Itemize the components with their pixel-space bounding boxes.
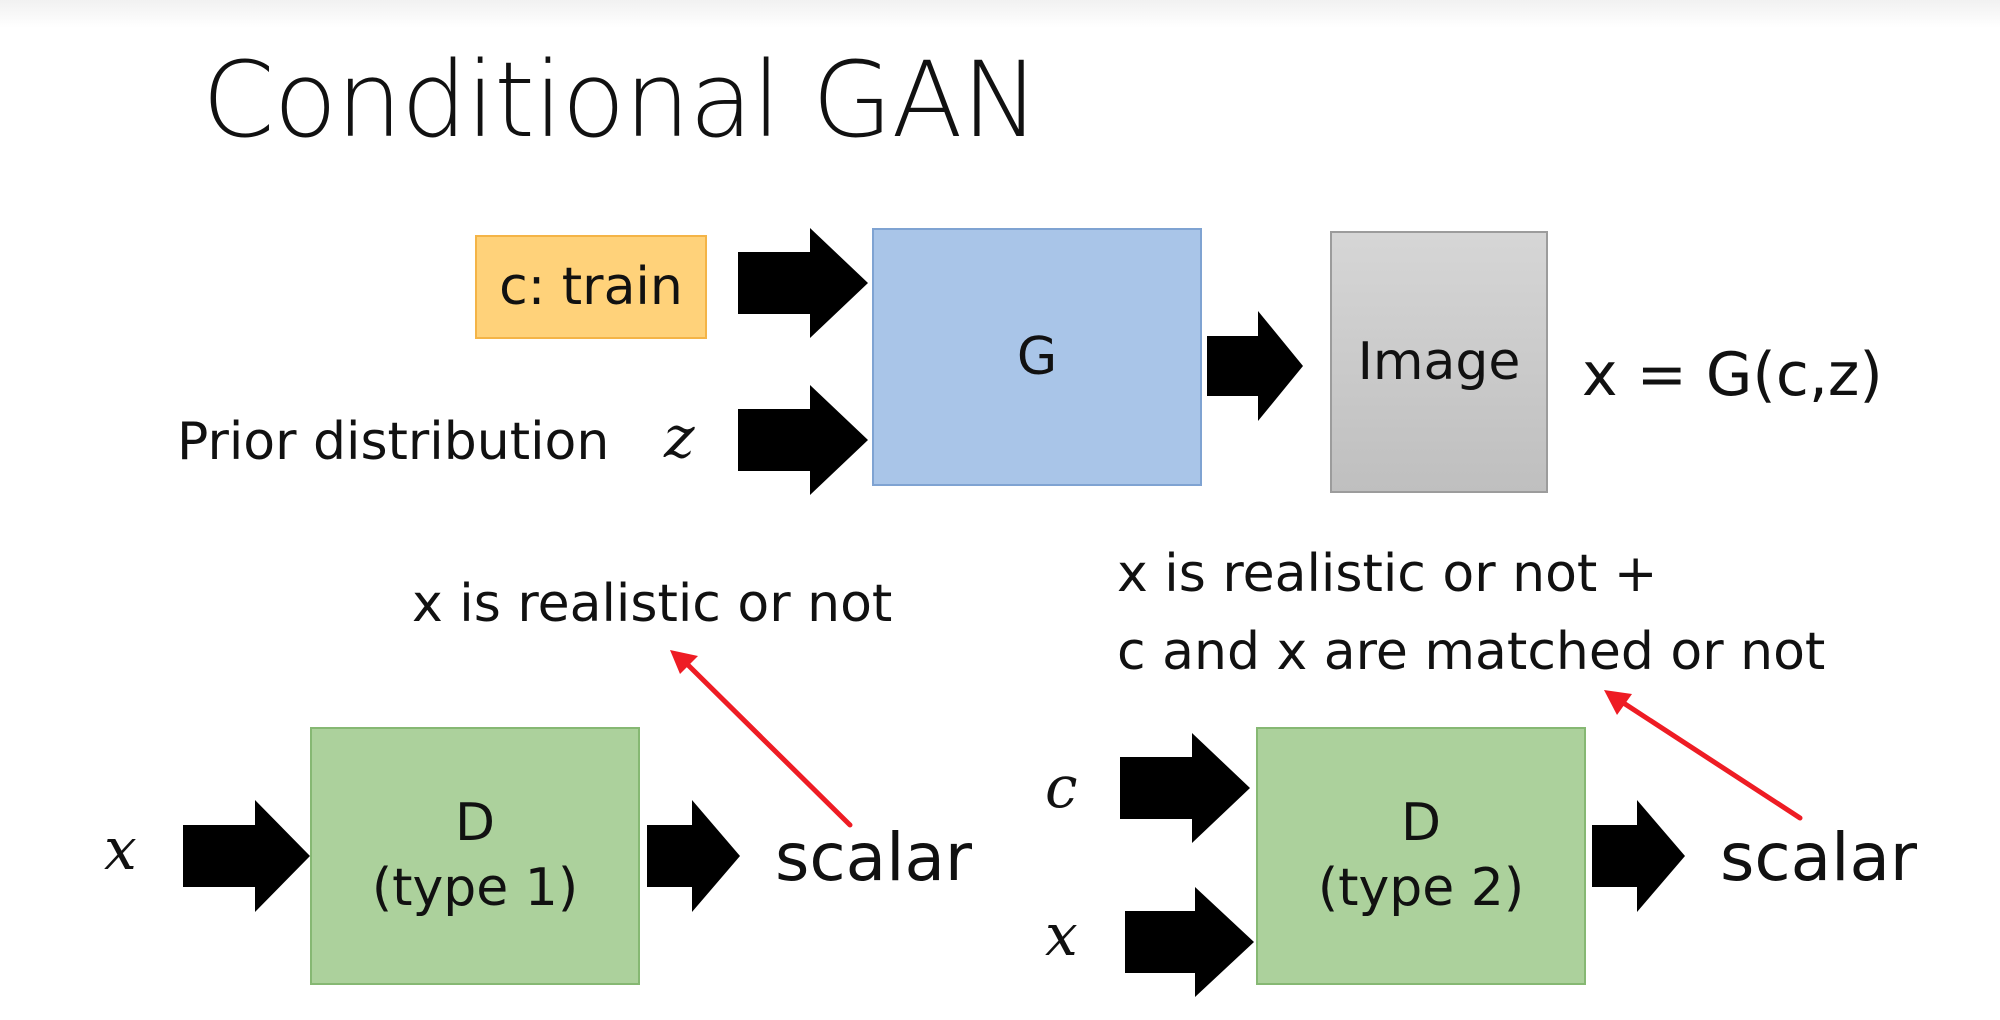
x-to-d1-arrow bbox=[183, 800, 310, 912]
d1-annotation-arrow-head bbox=[670, 650, 698, 674]
slide-title: Conditional GAN bbox=[202, 39, 1039, 161]
d2-label-line2: (type 2) bbox=[1317, 858, 1525, 918]
prior-z-symbol: z bbox=[664, 403, 695, 471]
generator-label: G bbox=[1016, 326, 1058, 387]
d2-annotation-arrow-head bbox=[1604, 690, 1632, 715]
condition-to-generator-arrow bbox=[738, 228, 868, 338]
generator-output-equation: x = G(c,z) bbox=[1582, 340, 1883, 410]
d1-criterion-text: x is realistic or not bbox=[412, 574, 893, 634]
d2-output-scalar-label: scalar bbox=[1720, 819, 1918, 896]
generator-to-image-arrow bbox=[1207, 311, 1303, 421]
d2-input-x-symbol: x bbox=[1045, 901, 1078, 969]
d2-input-c-symbol: c bbox=[1045, 753, 1078, 821]
d2-to-scalar-arrow bbox=[1592, 800, 1685, 912]
c-to-d2-arrow bbox=[1120, 733, 1250, 843]
discriminator-type2-box: D (type 2) bbox=[1256, 727, 1586, 985]
d2-criterion-line2: c and x are matched or not bbox=[1117, 622, 1826, 682]
condition-box: c: train bbox=[475, 235, 707, 339]
discriminator-type1-box: D (type 1) bbox=[310, 727, 640, 985]
d1-to-scalar-arrow bbox=[647, 800, 740, 912]
condition-label: c: train bbox=[499, 256, 683, 317]
d1-annotation-arrow-line bbox=[685, 662, 853, 828]
d1-label-line2: (type 1) bbox=[371, 858, 579, 918]
d2-label-line1: D bbox=[1400, 793, 1442, 853]
image-label: Image bbox=[1357, 331, 1521, 392]
d1-label-line1: D bbox=[454, 793, 496, 853]
generator-box: G bbox=[872, 228, 1202, 486]
d1-input-x-symbol: x bbox=[104, 815, 137, 883]
prior-distribution-label: Prior distribution bbox=[177, 412, 610, 472]
d2-criterion-line1: x is realistic or not + bbox=[1117, 544, 1658, 604]
x-to-d2-arrow bbox=[1125, 887, 1254, 997]
prior-to-generator-arrow bbox=[738, 385, 868, 495]
d1-output-scalar-label: scalar bbox=[775, 819, 973, 896]
image-box: Image bbox=[1330, 231, 1548, 493]
d2-annotation-arrow-line bbox=[1619, 699, 1803, 821]
